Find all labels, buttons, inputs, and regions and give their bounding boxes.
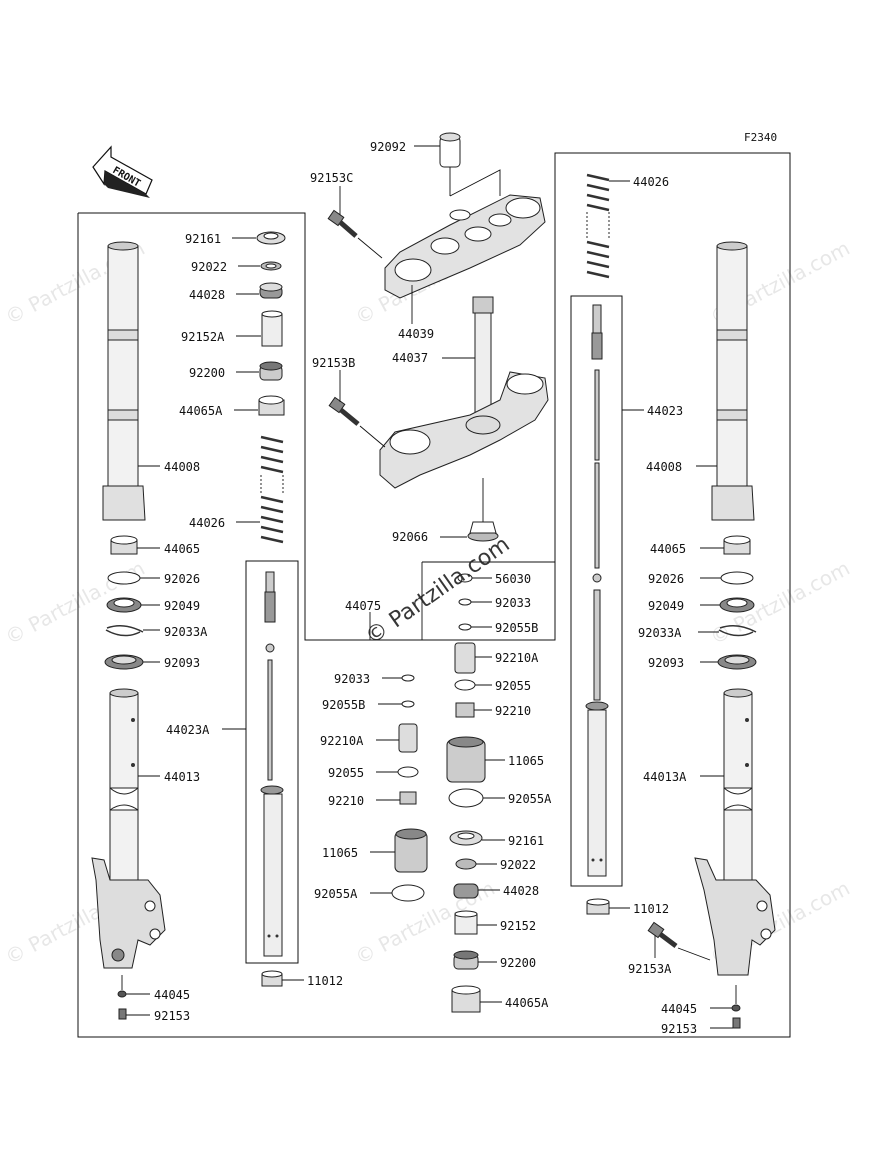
right-outer-tube-44008 [711, 241, 755, 521]
frame-lines [77, 152, 791, 1038]
label-92161: 92161 [185, 232, 221, 246]
label-92200: 92200 [500, 956, 536, 970]
label-92093: 92093 [164, 656, 200, 670]
label-92033: 92033 [495, 596, 531, 610]
left-inner-tube-44013 [91, 688, 166, 969]
label-44023: 44023 [647, 404, 683, 418]
label-44065A: 44065A [179, 404, 223, 418]
label-92049: 92049 [164, 599, 200, 613]
leader-lines [126, 145, 733, 1029]
center-parts [391, 573, 486, 1013]
part-92066 [440, 478, 499, 542]
label-56030: 56030 [495, 572, 531, 586]
label-92153A: 92153A [628, 962, 672, 976]
label-92152: 92152 [500, 919, 536, 933]
right-inner-tube-44013A [694, 688, 776, 976]
label-92033A: 92033A [638, 626, 682, 640]
part-labels: 92092 92153C 44039 44037 92153B 92066 44… [154, 140, 697, 1036]
left-outer-tube-44008 [102, 241, 146, 521]
label-92153: 92153 [154, 1009, 190, 1023]
diagram-code: F2340 [744, 131, 777, 144]
label-92026: 92026 [164, 572, 200, 586]
label-92153: 92153 [661, 1022, 697, 1036]
label-92161: 92161 [508, 834, 544, 848]
front-arrow-icon: FRONT [92, 145, 153, 198]
label-92210: 92210 [328, 794, 364, 808]
part-92153B-bolt [328, 370, 386, 448]
label-44008: 44008 [164, 460, 200, 474]
right-damper-44023 [585, 304, 609, 877]
label-92026: 92026 [648, 572, 684, 586]
label-92055B: 92055B [322, 698, 365, 712]
steering-assembly [327, 132, 549, 542]
label-92055A: 92055A [314, 887, 358, 901]
label-92055: 92055 [328, 766, 364, 780]
part-lower-clamp [379, 371, 549, 489]
label-44065: 44065 [650, 542, 686, 556]
label-92210: 92210 [495, 704, 531, 718]
label-11012: 11012 [633, 902, 669, 916]
label-92033: 92033 [334, 672, 370, 686]
part-92092 [439, 132, 501, 197]
label-92093: 92093 [648, 656, 684, 670]
label-11065: 11065 [322, 846, 358, 860]
label-92033A: 92033A [164, 625, 208, 639]
label-92066: 92066 [392, 530, 428, 544]
part-44039-upper-clamp [384, 194, 546, 299]
label-92153B: 92153B [312, 356, 355, 370]
left-fork-parts [91, 231, 286, 1020]
label-44026: 44026 [189, 516, 225, 530]
label-44013A: 44013A [643, 770, 687, 784]
label-44039: 44039 [398, 327, 434, 341]
label-44065A: 44065A [505, 996, 549, 1010]
label-92055A: 92055A [508, 792, 552, 806]
left-spring [260, 432, 284, 544]
label-11012: 11012 [307, 974, 343, 988]
label-44028: 44028 [503, 884, 539, 898]
label-92152A: 92152A [181, 330, 225, 344]
label-92022: 92022 [191, 260, 227, 274]
label-92022: 92022 [500, 858, 536, 872]
label-92049: 92049 [648, 599, 684, 613]
label-44023A: 44023A [166, 723, 210, 737]
label-44028: 44028 [189, 288, 225, 302]
label-44045: 44045 [661, 1002, 697, 1016]
left-damper-44023A [260, 571, 284, 957]
label-44008: 44008 [646, 460, 682, 474]
part-92153C-bolt [327, 186, 383, 259]
part-44037-stem [442, 296, 494, 429]
label-44075: 44075 [345, 599, 381, 613]
label-44065: 44065 [164, 542, 200, 556]
label-92153C: 92153C [310, 171, 353, 185]
label-92055: 92055 [495, 679, 531, 693]
part-92153A-bolt [647, 921, 711, 961]
label-92092: 92092 [370, 140, 406, 154]
label-44045: 44045 [154, 988, 190, 1002]
label-92210A: 92210A [320, 734, 364, 748]
label-44013: 44013 [164, 770, 200, 784]
watermark-text-center: © Partzilla.com [361, 532, 514, 650]
right-fork-parts [585, 173, 776, 1029]
label-11065: 11065 [508, 754, 544, 768]
label-92210A: 92210A [495, 651, 539, 665]
label-44026: 44026 [633, 175, 669, 189]
label-44037: 44037 [392, 351, 428, 365]
right-spring [586, 173, 610, 279]
label-92200: 92200 [189, 366, 225, 380]
label-92055B: 92055B [495, 621, 538, 635]
